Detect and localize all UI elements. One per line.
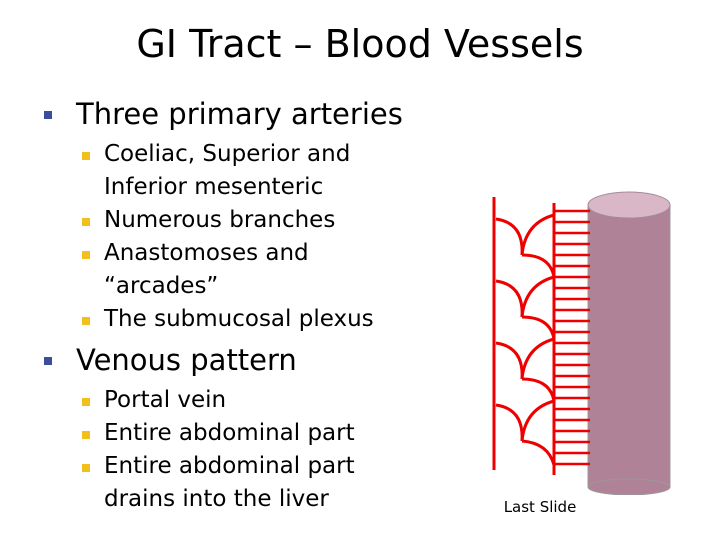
cylinder-bottom	[587, 478, 671, 495]
square-bullet-icon	[44, 111, 52, 119]
bullet-text: Venous pattern	[76, 343, 297, 377]
bullet-venous-pattern: Venous pattern	[42, 338, 424, 382]
arcade-curve	[521, 315, 556, 340]
square-bullet-icon	[82, 218, 90, 226]
square-bullet-icon	[82, 251, 90, 259]
arcade-vessels	[492, 197, 556, 475]
sub-bullet: Numerous branches	[42, 204, 424, 237]
sub-bullet-text: The submucosal plexus	[104, 306, 374, 332]
last-slide-label: Last Slide	[503, 498, 577, 516]
arcade-curve	[521, 377, 556, 402]
sub-bullet-text: Anastomoses and “arcades”	[104, 240, 309, 299]
arcade-curve	[521, 439, 556, 466]
bullet-list: Three primary arteries Coeliac, Superior…	[42, 92, 424, 518]
cylinder-body	[587, 204, 671, 488]
square-bullet-icon	[82, 317, 90, 325]
square-bullet-icon	[82, 152, 90, 160]
sub-bullet: Entire abdominal part	[42, 417, 424, 450]
square-bullet-icon	[82, 398, 90, 406]
arcade-curve	[495, 217, 524, 256]
sub-bullet: The submucosal plexus	[42, 303, 424, 336]
slide-title: GI Tract – Blood Vessels	[136, 22, 584, 66]
sub-bullet-list: Coeliac, Superior and Inferior mesenteri…	[42, 138, 424, 336]
square-bullet-icon	[82, 431, 90, 439]
sub-bullet-text: Entire abdominal part	[104, 420, 355, 446]
sub-bullet-text: Coeliac, Superior and Inferior mesenteri…	[104, 141, 351, 200]
square-bullet-icon	[82, 464, 90, 472]
bullet-text: Three primary arteries	[76, 97, 403, 131]
arcade-curve	[520, 213, 555, 256]
arcade-curve	[495, 279, 524, 318]
arcade-curve	[495, 341, 524, 380]
intestine-cylinder	[587, 191, 671, 495]
blood-vessel-diagram	[492, 191, 671, 495]
sub-bullet-text: Entire abdominal part drains into the li…	[104, 453, 355, 512]
vasa-recta	[554, 209, 590, 466]
square-bullet-icon	[44, 357, 52, 365]
sub-bullet-text: Portal vein	[104, 387, 227, 413]
sub-bullet: Portal vein	[42, 384, 424, 417]
bullet-primary-arteries: Three primary arteries	[42, 92, 424, 136]
arcade-curve	[520, 337, 555, 380]
sub-bullet: Anastomoses and “arcades”	[42, 237, 424, 303]
arcade-curve	[521, 253, 556, 278]
sub-bullet: Entire abdominal part drains into the li…	[42, 450, 424, 516]
cylinder-top	[587, 191, 671, 219]
sub-bullet-text: Numerous branches	[104, 207, 336, 233]
sub-bullet-list: Portal vein Entire abdominal part Entire…	[42, 384, 424, 516]
sub-bullet: Coeliac, Superior and Inferior mesenteri…	[42, 138, 424, 204]
arcade-curve	[520, 275, 555, 318]
arcade-curve	[520, 399, 555, 442]
arcade-curve	[495, 403, 524, 442]
